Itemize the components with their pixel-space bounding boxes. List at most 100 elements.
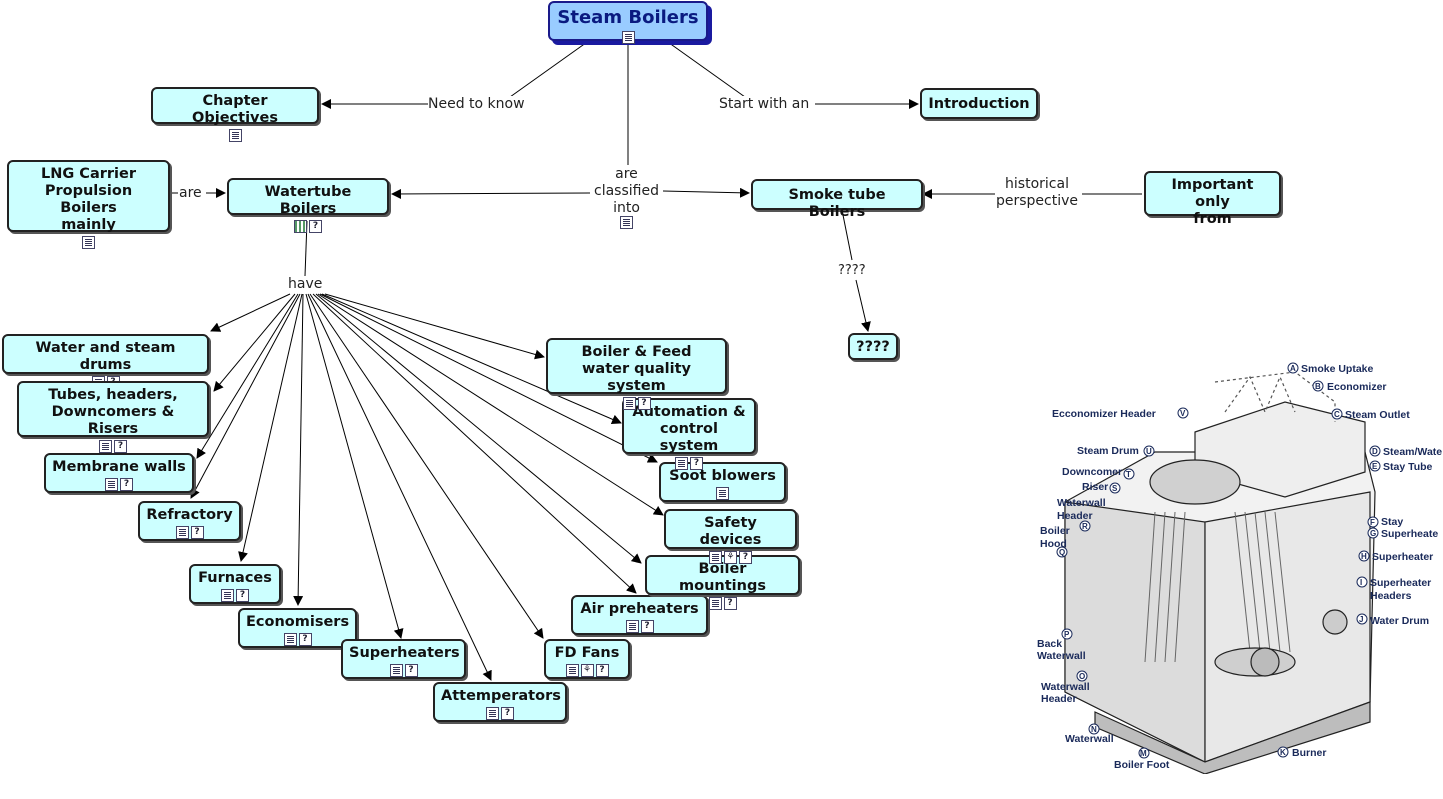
node-soot-blowers[interactable]: Soot blowers xyxy=(659,462,786,502)
question-resource-icon[interactable] xyxy=(114,440,127,453)
node-air-preheaters[interactable]: Air preheaters xyxy=(571,595,708,635)
svg-text:Q: Q xyxy=(1059,548,1065,557)
svg-text:R: R xyxy=(1082,522,1088,531)
svg-text:Steam Drum: Steam Drum xyxy=(1077,445,1139,457)
node-label: Superheaters xyxy=(349,645,460,661)
node-label: Chapter Objectives xyxy=(192,93,278,126)
node-label: LNG Carrier Propulsion Boilers mainly xyxy=(40,166,136,233)
link-label-are-classified-into: are classified into xyxy=(594,166,659,217)
document-icon[interactable] xyxy=(99,440,112,453)
node-label: Introduction xyxy=(928,96,1030,112)
question-resource-icon[interactable] xyxy=(595,664,609,677)
node-label: FD Fans xyxy=(554,645,620,661)
node-important-only-from[interactable]: Important only from xyxy=(1144,171,1281,227)
node-smoke-tube-boilers[interactable]: Smoke tube Boilers xyxy=(751,179,923,220)
question-resource-icon[interactable] xyxy=(501,707,514,720)
svg-text:G: G xyxy=(1370,529,1376,538)
document-icon[interactable] xyxy=(675,457,688,470)
document-icon[interactable] xyxy=(625,620,639,633)
question-resource-icon[interactable] xyxy=(298,633,312,646)
svg-text:Header: Header xyxy=(1057,510,1093,522)
svg-text:Ecconomizer Header: Ecconomizer Header xyxy=(1052,408,1156,420)
question-resource-icon[interactable] xyxy=(309,220,322,233)
concept-map-icon[interactable] xyxy=(724,551,737,564)
root-node-label: Steam Boilers xyxy=(557,7,699,28)
node-label: Tubes, headers, Downcomers & Risers xyxy=(48,387,178,437)
node-introduction[interactable]: Introduction xyxy=(920,88,1038,119)
node-label: Air preheaters xyxy=(580,601,699,617)
svg-text:M: M xyxy=(1140,749,1147,758)
svg-text:Economizer: Economizer xyxy=(1327,381,1387,393)
node-water-steam-drums[interactable]: Water and steam drums xyxy=(2,334,209,389)
link-label-are: are xyxy=(179,185,202,202)
svg-text:A: A xyxy=(1290,364,1296,373)
node-furnaces[interactable]: Furnaces xyxy=(189,564,281,604)
node-unknown[interactable]: ???? xyxy=(848,333,898,360)
node-label: Boiler & Feed water quality system xyxy=(581,344,692,394)
question-resource-icon[interactable] xyxy=(640,620,654,633)
svg-text:C: C xyxy=(1334,410,1340,419)
svg-text:Riser: Riser xyxy=(1082,481,1108,493)
document-icon[interactable] xyxy=(175,526,189,539)
node-label: Membrane walls xyxy=(52,459,186,475)
svg-text:I: I xyxy=(1360,578,1362,587)
node-boiler-mountings[interactable]: Boiler mountings xyxy=(645,555,800,610)
node-boiler-feed-water[interactable]: Boiler & Feed water quality system xyxy=(546,338,727,410)
node-attemperators[interactable]: Attemperators xyxy=(433,682,567,722)
concept-map-icon[interactable] xyxy=(580,664,594,677)
node-economisers[interactable]: Economisers xyxy=(238,608,357,648)
node-tubes-headers[interactable]: Tubes, headers, Downcomers & Risers xyxy=(17,381,209,453)
document-icon[interactable] xyxy=(105,478,118,491)
node-label: Boiler mountings xyxy=(679,561,766,594)
link-label-need-to-know: Need to know xyxy=(428,96,525,113)
node-label: Attemperators xyxy=(441,688,561,704)
svg-text:Water Drum: Water Drum xyxy=(1370,615,1429,627)
svg-text:K: K xyxy=(1280,748,1286,757)
document-icon[interactable] xyxy=(716,487,729,500)
question-resource-icon[interactable] xyxy=(637,397,651,410)
document-icon[interactable] xyxy=(620,216,633,229)
node-membrane-walls[interactable]: Membrane walls xyxy=(44,453,194,493)
document-icon[interactable] xyxy=(486,707,499,720)
svg-text:T: T xyxy=(1126,470,1131,479)
svg-text:Waterwall: Waterwall xyxy=(1037,650,1086,662)
node-label: Smoke tube Boilers xyxy=(788,187,886,220)
svg-text:J: J xyxy=(1359,615,1363,624)
document-icon[interactable] xyxy=(221,589,234,602)
document-icon[interactable] xyxy=(283,633,297,646)
node-refractory[interactable]: Refractory xyxy=(138,501,241,541)
question-resource-icon[interactable] xyxy=(690,457,703,470)
svg-text:Steam/Wate: Steam/Wate xyxy=(1383,446,1442,458)
question-resource-icon[interactable] xyxy=(120,478,133,491)
node-fd-fans[interactable]: FD Fans xyxy=(544,639,630,679)
svg-text:Superheater: Superheater xyxy=(1372,551,1433,563)
question-resource-icon[interactable] xyxy=(190,526,204,539)
question-resource-icon[interactable] xyxy=(236,589,249,602)
document-icon[interactable] xyxy=(621,31,635,44)
node-lng-carrier[interactable]: LNG Carrier Propulsion Boilers mainly xyxy=(7,160,170,249)
document-icon[interactable] xyxy=(82,236,95,249)
svg-text:Header: Header xyxy=(1041,693,1077,705)
question-resource-icon[interactable] xyxy=(739,551,752,564)
root-node-steam-boilers[interactable]: Steam Boilers xyxy=(548,1,708,44)
link-resources xyxy=(620,216,633,229)
svg-text:Superheate: Superheate xyxy=(1381,528,1438,540)
node-watertube-boilers[interactable]: Watertube Boilers xyxy=(227,178,389,233)
document-icon[interactable] xyxy=(389,664,403,677)
node-superheaters[interactable]: Superheaters xyxy=(341,639,466,679)
svg-text:B: B xyxy=(1315,382,1321,391)
question-resource-icon[interactable] xyxy=(723,597,737,610)
media-icon[interactable] xyxy=(294,220,307,233)
svg-text:P: P xyxy=(1064,630,1070,639)
node-safety-devices[interactable]: Safety devices xyxy=(664,509,797,564)
document-icon[interactable] xyxy=(708,597,722,610)
svg-text:Boiler: Boiler xyxy=(1040,525,1070,537)
node-chapter-objectives[interactable]: Chapter Objectives xyxy=(151,87,319,142)
document-icon[interactable] xyxy=(622,397,636,410)
document-icon[interactable] xyxy=(228,129,242,142)
document-icon[interactable] xyxy=(565,664,579,677)
svg-text:V: V xyxy=(1180,409,1186,418)
svg-text:Headers: Headers xyxy=(1370,590,1412,602)
question-resource-icon[interactable] xyxy=(404,664,418,677)
document-icon[interactable] xyxy=(709,551,722,564)
